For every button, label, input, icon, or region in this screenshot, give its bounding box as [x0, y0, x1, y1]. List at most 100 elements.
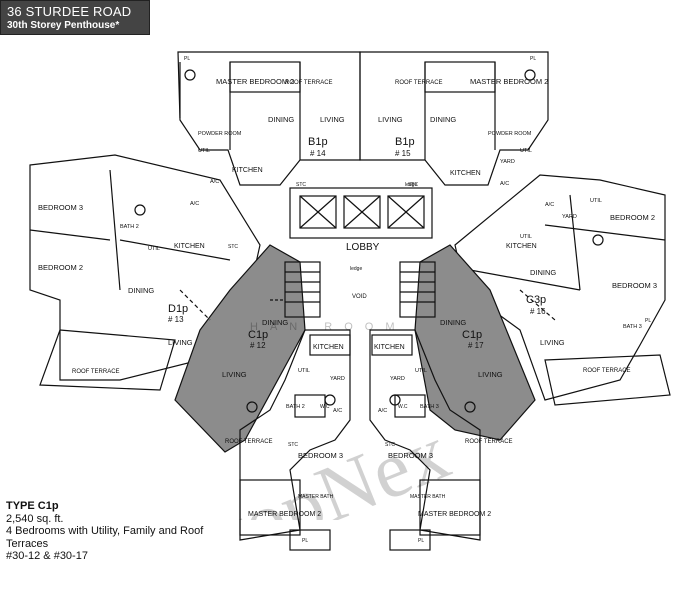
label-bath-3-c3p: BATH 3 — [623, 324, 642, 330]
label-yard-c1p17: YARD — [390, 376, 405, 382]
label-util-c3p: UTIL — [520, 234, 532, 240]
unit-info: TYPE C1p 2,540 sq. ft. 4 Bedrooms with U… — [6, 500, 226, 563]
label-bedroom-3-c1p12: BEDROOM 3 — [298, 451, 343, 460]
label-master-bedroom-2-c1p12: MASTER BEDROOM 2 — [248, 511, 321, 518]
unit-c3p-16-type: C3p — [526, 294, 546, 306]
label-util-d1p: UTIL — [148, 246, 160, 252]
label-stc-c1p12: STC — [288, 442, 298, 448]
label-stc-1: STC — [296, 182, 306, 188]
unit-d1p-13-no: # 13 — [168, 315, 184, 324]
label-master-bath-c1p17: MASTER BATH — [410, 494, 446, 500]
label-void: VOID — [352, 294, 367, 300]
title-box: 36 STURDEE ROAD 30th Storey Penthouse* — [0, 0, 150, 35]
label-bedroom-3-d1p: BEDROOM 3 — [38, 203, 83, 212]
label-living-c1p17: LIVING — [478, 370, 503, 379]
unit-d1p-13-type: D1p — [168, 303, 188, 315]
label-living-c1p12: LIVING — [222, 370, 247, 379]
label-kitchen-b1p15: KITCHEN — [450, 170, 481, 177]
label-roof-terrace-c1p12: ROOF TERRACE — [225, 439, 273, 445]
label-living-c3p: LIVING — [540, 338, 565, 347]
unit-area: 2,540 sq. ft. — [6, 512, 64, 525]
label-master-bedroom-2-tr: MASTER BEDROOM 2 — [470, 77, 548, 86]
unit-b1p-14-type: B1p — [308, 136, 328, 148]
label-ac-tl: A/C — [210, 179, 219, 185]
label-dining-c3p: DINING — [530, 268, 556, 277]
unit-b1p-15-type: B1p — [395, 136, 415, 148]
label-dining-d1p: DINING — [128, 286, 154, 295]
unit-c1p-12-highlight — [174, 244, 306, 453]
label-util-c1p17: UTIL — [415, 368, 427, 374]
label-living-d1p: LIVING — [168, 338, 193, 347]
label-ac-c1p17: A/C — [378, 408, 387, 414]
label-kitchen-c1p17: KITCHEN — [374, 344, 405, 351]
label-bath-2-d1p: BATH 2 — [120, 224, 139, 230]
label-ac-d1p: A/C — [190, 201, 199, 207]
label-roof-terrace-c3p: ROOF TERRACE — [583, 368, 631, 374]
label-pl-tl: PL — [184, 56, 190, 62]
label-util-tr: UTIL — [520, 148, 532, 154]
unit-c1p-12-service-outline — [239, 329, 351, 541]
label-living-b1p15: LIVING — [378, 115, 403, 124]
label-dining-b1p14: DINING — [268, 115, 294, 124]
unit-c1p-17-type: C1p — [462, 329, 482, 341]
label-stc-d1p: STC — [228, 244, 238, 250]
unit-description: 4 Bedrooms with Utility, Family and Roof… — [6, 525, 204, 550]
label-ledge-c: ledge — [350, 266, 362, 272]
label-dining-c1p17: DINING — [440, 318, 466, 327]
label-stc-c1p17: STC — [385, 442, 395, 448]
label-lobby: LOBBY — [346, 242, 380, 253]
unit-c1p-12-type: C1p — [248, 329, 268, 341]
label-powder-room-l: POWDER ROOM — [198, 131, 242, 137]
label-bedroom-2-d1p: BEDROOM 2 — [38, 263, 83, 272]
unit-c1p-17-no: # 17 — [468, 341, 484, 350]
label-bedroom-2-c3p: BEDROOM 2 — [610, 213, 655, 222]
label-wc-c1p12: W.C — [320, 404, 330, 410]
label-master-bedroom-2-tl: MASTER BEDROOM 2 — [216, 77, 294, 86]
label-bedroom-3-c1p17: BEDROOM 3 — [388, 451, 433, 460]
label-kitchen-d1p: KITCHEN — [174, 243, 205, 250]
unit-b1p-15-outline — [359, 51, 549, 186]
label-ac-c1p12: A/C — [333, 408, 342, 414]
label-yard-c1p12: YARD — [330, 376, 345, 382]
label-roof-terrace-tl: ROOF TERRACE — [285, 80, 333, 86]
label-util-c1p12: UTIL — [298, 368, 310, 374]
label-bath-2-c1p12: BATH 2 — [286, 404, 305, 410]
unit-type: TYPE C1p — [6, 500, 59, 512]
label-yard-c3p: YARD — [562, 214, 577, 220]
unit-c1p-17-highlight — [414, 244, 536, 441]
unit-c3p-16-no: # 16 — [530, 307, 546, 316]
label-stc-2: STC — [408, 182, 418, 188]
label-roof-terrace-c1p17: ROOF TERRACE — [465, 439, 513, 445]
label-ledge-t: ledge — [405, 182, 417, 188]
lift-core — [289, 187, 433, 239]
unit-c1p-12-no: # 12 — [250, 341, 266, 350]
label-kitchen-b1p14: KITCHEN — [232, 167, 263, 174]
label-master-bath-c1p12: MASTER BATH — [298, 494, 334, 500]
label-dining-c1p12: DINING — [262, 318, 288, 327]
label-pl-tr: PL — [530, 56, 536, 62]
label-ac-tr: A/C — [500, 181, 509, 187]
label-roof-terrace-d1p: ROOF TERRACE — [72, 369, 120, 375]
label-living-b1p14: LIVING — [320, 115, 345, 124]
project-address: 36 STURDEE ROAD — [7, 4, 132, 19]
storey-label: 30th Storey Penthouse* — [7, 20, 120, 31]
label-ac-c3p: A/C — [545, 202, 554, 208]
label-util-tl: UTIL — [198, 148, 210, 154]
label-pl-c3p: PL — [645, 318, 651, 324]
label-pl-c1p12: PL — [302, 538, 308, 544]
unit-b1p-15-no: # 15 — [395, 149, 411, 158]
unit-c3p-16-outline — [454, 174, 666, 401]
label-bath-3-c1p17: BATH 3 — [420, 404, 439, 410]
label-roof-terrace-tr: ROOF TERRACE — [395, 80, 443, 86]
label-bedroom-3-c3p: BEDROOM 3 — [612, 281, 657, 290]
label-dining-b1p15: DINING — [430, 115, 456, 124]
unit-b1p-14-no: # 14 — [310, 149, 326, 158]
label-pl-c1p17: PL — [418, 538, 424, 544]
label-util-c3p-2: UTIL — [590, 198, 602, 204]
label-kitchen-c3p: KITCHEN — [506, 243, 537, 250]
label-wc-c1p17: W.C — [398, 404, 408, 410]
label-master-bedroom-2-c1p17: MASTER BEDROOM 2 — [418, 511, 491, 518]
label-kitchen-c1p12: KITCHEN — [313, 344, 344, 351]
label-powder-room-r: POWDER ROOM — [488, 131, 532, 137]
